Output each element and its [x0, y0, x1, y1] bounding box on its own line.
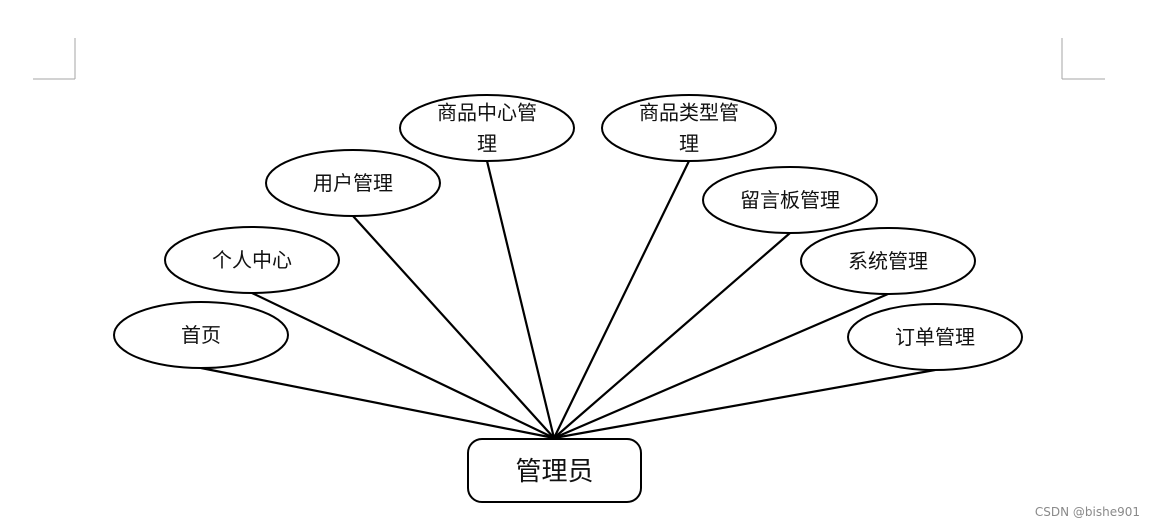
- node-ellipse: [702, 166, 878, 234]
- connector-product-type-management: [552, 159, 691, 440]
- node-label: 商品中心管: [437, 101, 537, 125]
- node-ellipse: [265, 149, 441, 217]
- node-order-management: 订单管理: [847, 303, 1023, 371]
- node-user-management: 用户管理: [265, 149, 441, 217]
- connector-message-board-management: [552, 231, 792, 440]
- node-ellipse: [800, 227, 976, 295]
- node-label: 首页: [181, 323, 221, 347]
- node-label: 用户管理: [313, 171, 393, 195]
- node-home: 首页: [113, 301, 289, 369]
- root-node: 管理员: [467, 438, 642, 503]
- node-ellipse: [847, 303, 1023, 371]
- node-label: 商品类型管: [639, 101, 739, 125]
- node-ellipse: [601, 94, 777, 162]
- page-corner-marks: [33, 38, 1105, 80]
- connector-order-management: [552, 368, 937, 440]
- node-label: 理: [679, 132, 699, 156]
- node-ellipse: [164, 226, 340, 294]
- connector-product-center-management: [485, 159, 556, 440]
- node-label: 订单管理: [895, 325, 975, 349]
- node-ellipse: [113, 301, 289, 369]
- node-label: 个人中心: [212, 248, 292, 272]
- root-node-label: 管理员: [515, 457, 593, 487]
- node-message-board-management: 留言板管理: [702, 166, 878, 234]
- node-personal-center: 个人中心: [164, 226, 340, 294]
- connector-group: [199, 159, 937, 440]
- node-system-management: 系统管理: [800, 227, 976, 295]
- root-node-box: [467, 438, 642, 503]
- node-label: 理: [477, 132, 497, 156]
- node-ellipse: [399, 94, 575, 162]
- connector-home: [199, 366, 556, 440]
- node-label: 留言板管理: [740, 188, 840, 212]
- connector-system-management: [552, 292, 890, 440]
- watermark: CSDN @bishe901: [1034, 505, 1140, 519]
- node-label: 系统管理: [848, 249, 928, 273]
- connector-personal-center: [250, 291, 556, 440]
- connector-user-management: [351, 214, 556, 440]
